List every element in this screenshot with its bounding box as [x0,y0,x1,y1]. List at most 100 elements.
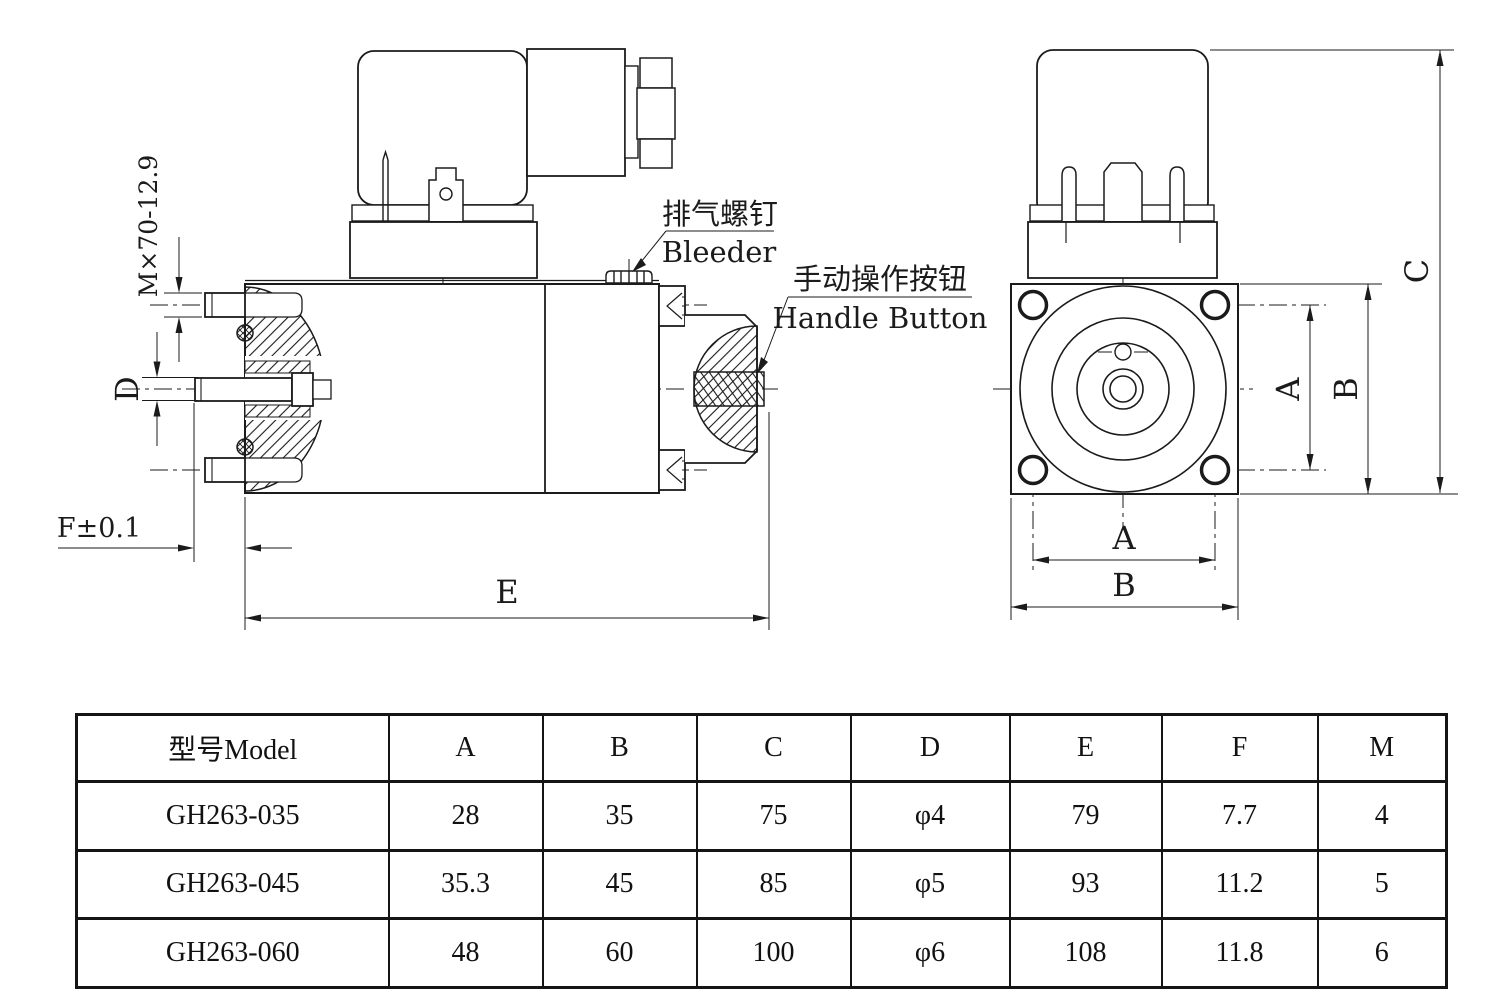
terminal-tab-hole [439,187,453,201]
col-header-e: E [1008,713,1163,783]
technical-drawing: E F±0.1 D M×70-12.9 [57,48,1458,630]
bore-step-bottom [244,404,311,418]
dim-d [153,332,161,446]
front-view: A B C A B [993,49,1458,620]
mounting-hole-tl [1017,289,1049,321]
shaft-seat [312,379,332,400]
thread-spec-label: M×70-12.9 [134,155,163,297]
dim-e-label: E [495,573,518,611]
body-circle-2 [1051,317,1195,461]
terminal-blade-front [1103,162,1143,221]
body-circle-outer [1019,285,1227,493]
cell: 85 [695,848,852,921]
bolt-channel-top [245,292,303,318]
handle-button-core [693,371,765,407]
bleeder-label-en: Bleeder [662,235,777,269]
cell: φ4 [849,780,1011,852]
handle-label-cn: 手动操作按钮 [793,263,967,296]
bleeder-label-cn: 排气螺钉 [662,198,778,231]
dim-a-bottom-label: A [1111,519,1136,557]
hub-circle-inner [1109,375,1137,403]
col-header-c: C [695,713,852,783]
table-row: GH263-060 48 60 100 φ6 108 11.8 6 [75,917,1448,989]
dim-m-thread [175,237,183,362]
col-header-model: 型号Model [75,713,390,783]
flange-plate [1010,283,1239,495]
col-header-a: A [387,713,544,783]
coil-base-front [1027,221,1218,279]
dim-e [245,614,769,622]
body-circle-3 [1076,342,1170,436]
table-row: GH263-035 28 35 75 φ4 79 7.7 4 [75,780,1448,852]
col-header-b: B [541,713,698,783]
seal-ring-bottom [236,438,254,456]
mounting-hole-br [1199,454,1231,486]
dimension-table: 型号Model A B C D E F M GH263-035 28 35 75… [75,713,1448,989]
cell: 11.2 [1160,848,1319,921]
table-header-row: 型号Model A B C D E F M [75,713,1448,783]
cell: 60 [541,917,698,989]
dim-b-right [1364,284,1372,494]
terminal-prong-right [1169,166,1185,221]
bolt-channel-bottom [245,457,303,483]
dim-a-right-label: A [1269,377,1307,402]
bolt-bottom [204,457,246,483]
terminal-prong-left [1061,166,1077,221]
extension-lines-front [1010,49,1458,620]
cell-model: GH263-060 [75,917,390,989]
din-connector [526,48,626,177]
cell: 11.8 [1160,917,1319,989]
side-view: E F±0.1 D M×70-12.9 [57,48,988,630]
extension-lines-side [142,292,770,630]
cell-model: GH263-045 [75,848,390,921]
col-header-m: M [1316,713,1448,783]
cable-gland-neck [624,65,639,159]
handle-leader [757,296,972,374]
cell: φ6 [849,917,1011,989]
bleeder-port-front [1098,343,1148,361]
dim-d-label: D [108,376,146,402]
handle-label-en: Handle Button [773,301,988,335]
cell: φ5 [849,848,1011,921]
plunger-shaft [194,377,293,402]
dim-f [58,544,292,552]
cell: 75 [695,780,852,852]
hub-circle-outer [1102,368,1144,410]
cell: 4 [1316,780,1448,852]
cell: 35 [541,780,698,852]
bore-step-top [244,360,311,374]
cell: 5 [1316,848,1448,921]
hex-nut-bottom [658,449,686,491]
dim-f-label: F±0.1 [57,513,141,544]
cable-gland [636,57,676,169]
dim-c [1436,50,1444,493]
cell: 100 [695,917,852,989]
terminal-pin [382,149,389,221]
coil-base-side [349,221,538,279]
bolt-top [204,292,246,318]
cell: 48 [387,917,544,989]
dim-b-bottom-label: B [1112,566,1136,604]
dim-c-label: C [1398,259,1436,283]
bleeder-leader [632,230,774,272]
cell: 7.7 [1160,780,1319,852]
mounting-hole-bl [1017,454,1049,486]
seal-ring-top [236,324,254,342]
cell: 35.3 [387,848,544,921]
col-header-f: F [1160,713,1319,783]
dim-b-right-label: B [1327,377,1365,401]
table-row: GH263-045 35.3 45 85 φ5 93 11.2 5 [75,848,1448,921]
cell-model: GH263-035 [75,780,390,852]
col-header-d: D [849,713,1011,783]
hex-nut-top [658,285,686,327]
dim-a-right [1306,305,1314,470]
bleeder-screw [605,270,653,284]
shaft-collar [291,372,314,407]
dim-a-bottom [1033,556,1215,564]
cell: 45 [541,848,698,921]
mounting-hole-tr [1199,289,1231,321]
dim-b-bottom [1011,603,1238,611]
cell: 93 [1008,848,1163,921]
cell: 79 [1008,780,1163,852]
